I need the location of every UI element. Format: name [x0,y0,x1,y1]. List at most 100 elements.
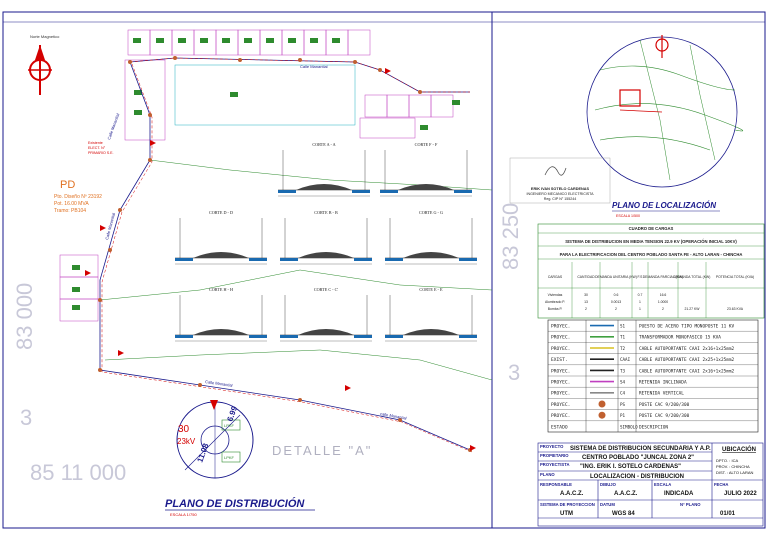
grid-label-right: 83 250 [498,203,523,270]
load-table-cell: 30 [584,293,588,297]
legend-row: PROYEC. S1 PUESTO DE ACERO TIPO MONOPOSTE … [551,324,735,330]
load-table-cell: 1 [639,300,641,304]
legend-code: S1 [620,324,626,329]
signature-reg: Reg. CIP N° 155244 [544,197,577,201]
legend-status: ESTADO [551,424,568,430]
legend-status: PROYEC. [551,380,570,386]
section-title: CORTE C - C' [314,287,339,292]
tb-lamina: 01/01 [720,511,736,517]
street-label-1: Calle Manantial [106,113,120,141]
legend-table: PROYEC. S1 PUESTO DE ACERO TIPO MONOPOSTE … [547,319,759,433]
legend-desc: TRANSFORMADOR MONOFASICO 15 KVA [639,335,721,341]
tb-label-escala: ESCALA [654,482,671,487]
legend-code: S4 [620,380,626,385]
section-title: CORTE E - E [419,287,443,292]
legend-desc: PUESTO DE ACERO TIPO MONOPOSTE 11 KV [639,324,735,330]
load-table-cell: 13 [584,300,588,304]
load-table-cell: Viviendas [548,293,563,297]
legend-status: PROYEC. [551,324,570,330]
load-table-cell: Alumbrado P. [545,300,565,304]
street-label-2: Calle Manantial [104,212,116,240]
signature-stamp [509,157,611,204]
load-table-cell: 2 [585,307,587,311]
sheet-frame [2,11,766,529]
grid-label-bottom: 85 11 000 [30,460,126,485]
section-7: CORTE C - C' [280,287,372,342]
tb-label-proyecto: PROYECTO [540,444,564,449]
section-title: CORTE G - G [419,210,443,215]
grid-label-left-3: 3 [20,405,32,430]
legend-desc: RETENIDA INCLINADA [639,380,687,386]
load-table-header: POTENCIA TOTAL (KVA) [716,275,754,279]
load-table-header: DEMANDA TOTAL (KW) [674,275,711,279]
guy-flags [85,68,476,451]
legend-code: CAAI [620,357,631,362]
lots-block [59,29,454,322]
tb-label-fecha: FECHA [714,482,728,487]
load-table-cell: 1 [639,307,641,311]
location-scale: ESCALA 1/500 [616,214,640,218]
legend-code: T1 [620,335,626,340]
legend-status: PROYEC. [551,413,570,419]
section-4: CORTE B - B [280,210,372,265]
signature-name: ERIK IVAN SOTELO CARDENAS [531,187,590,191]
legend-code: P1 [620,413,626,418]
legend-code: C4 [620,391,626,396]
load-table-cell: 0.7 [638,293,643,297]
section-title: CORTE B - B [314,210,338,215]
location-map [586,35,744,188]
distribution-scale: ESCALA 1/750 [170,512,197,517]
legend-status: PROYEC. [551,368,570,374]
street-label-4: Calle Manantial [300,64,328,69]
grid-label-right-3: 3 [508,360,520,385]
poles [98,56,472,452]
detail-value-30: 30 [178,424,190,435]
network-lines [99,57,493,453]
location-title: PLANO DE LOCALIZACIÓN [612,201,716,210]
legend-row: PROYEC. P1 POSTE CAC 9/200/300 [551,411,690,419]
title-block [537,442,764,527]
legend-code: T3 [620,368,626,373]
tb-label-plano: PLANO [540,472,555,477]
pd-line-2: Pot. 16.00 MVA [54,201,89,207]
legend-row: PROYEC. S4 RETENIDA INCLINADA [551,380,687,386]
lot-tags [72,38,460,310]
tb-plano: LOCALIZACION - DISTRIBUCION [590,474,684,480]
pd-title: PD [60,179,75,191]
section-title: CORTE H - H [209,287,233,292]
load-table-cell: 2 [662,307,664,311]
tb-propietario: CENTRO POBLADO "JUNCAL ZONA 2" [582,455,694,461]
legend-desc: POSTE CAC 9/200/300 [639,413,690,419]
existing-note-3: PRIMARIO S.E. [88,151,114,155]
legend-code: PS [620,402,626,407]
load-table-cell: 0.6 [614,293,619,297]
legend-status: PROYEC. [551,391,570,397]
existing-note-2: ELECT. N° [88,146,106,150]
section-8: CORTE E - E [385,287,477,342]
north-arrow-icon [28,45,52,95]
load-table-cell: 1.0000 [658,300,668,304]
tb-label-datum: DATUM [600,502,615,507]
pd-line-3: Tramo: PB104 [54,208,86,214]
detail-label: DETALLE "A" [272,443,372,458]
street-label-5: calle Manantial [380,411,407,421]
tb-ubicacion-dist: DIST. : ALTO LARAN [716,470,754,475]
tb-label-dibujo: DIBUJO [600,482,617,487]
section-1: CORTE A - A [278,142,370,197]
load-table-header: DEMANDA PARCIAL (KW) [643,275,684,279]
legend-status: PROYEC. [551,346,570,352]
section-6: CORTE H - H [175,287,267,342]
legend-desc: CABLE AUTOPORTANTE CAAI 2x25+1x25mm2 [639,357,735,363]
pd-line-1: Pto. Diseño Nº 23192 [54,194,102,200]
tb-ubicacion-title: UBICACIÓN [722,445,756,453]
detail-a [176,400,254,479]
section-3: CORTE D - D [175,210,267,265]
legend-code: SIMBOLO [620,424,638,429]
section-5: CORTE G - G [385,210,477,265]
